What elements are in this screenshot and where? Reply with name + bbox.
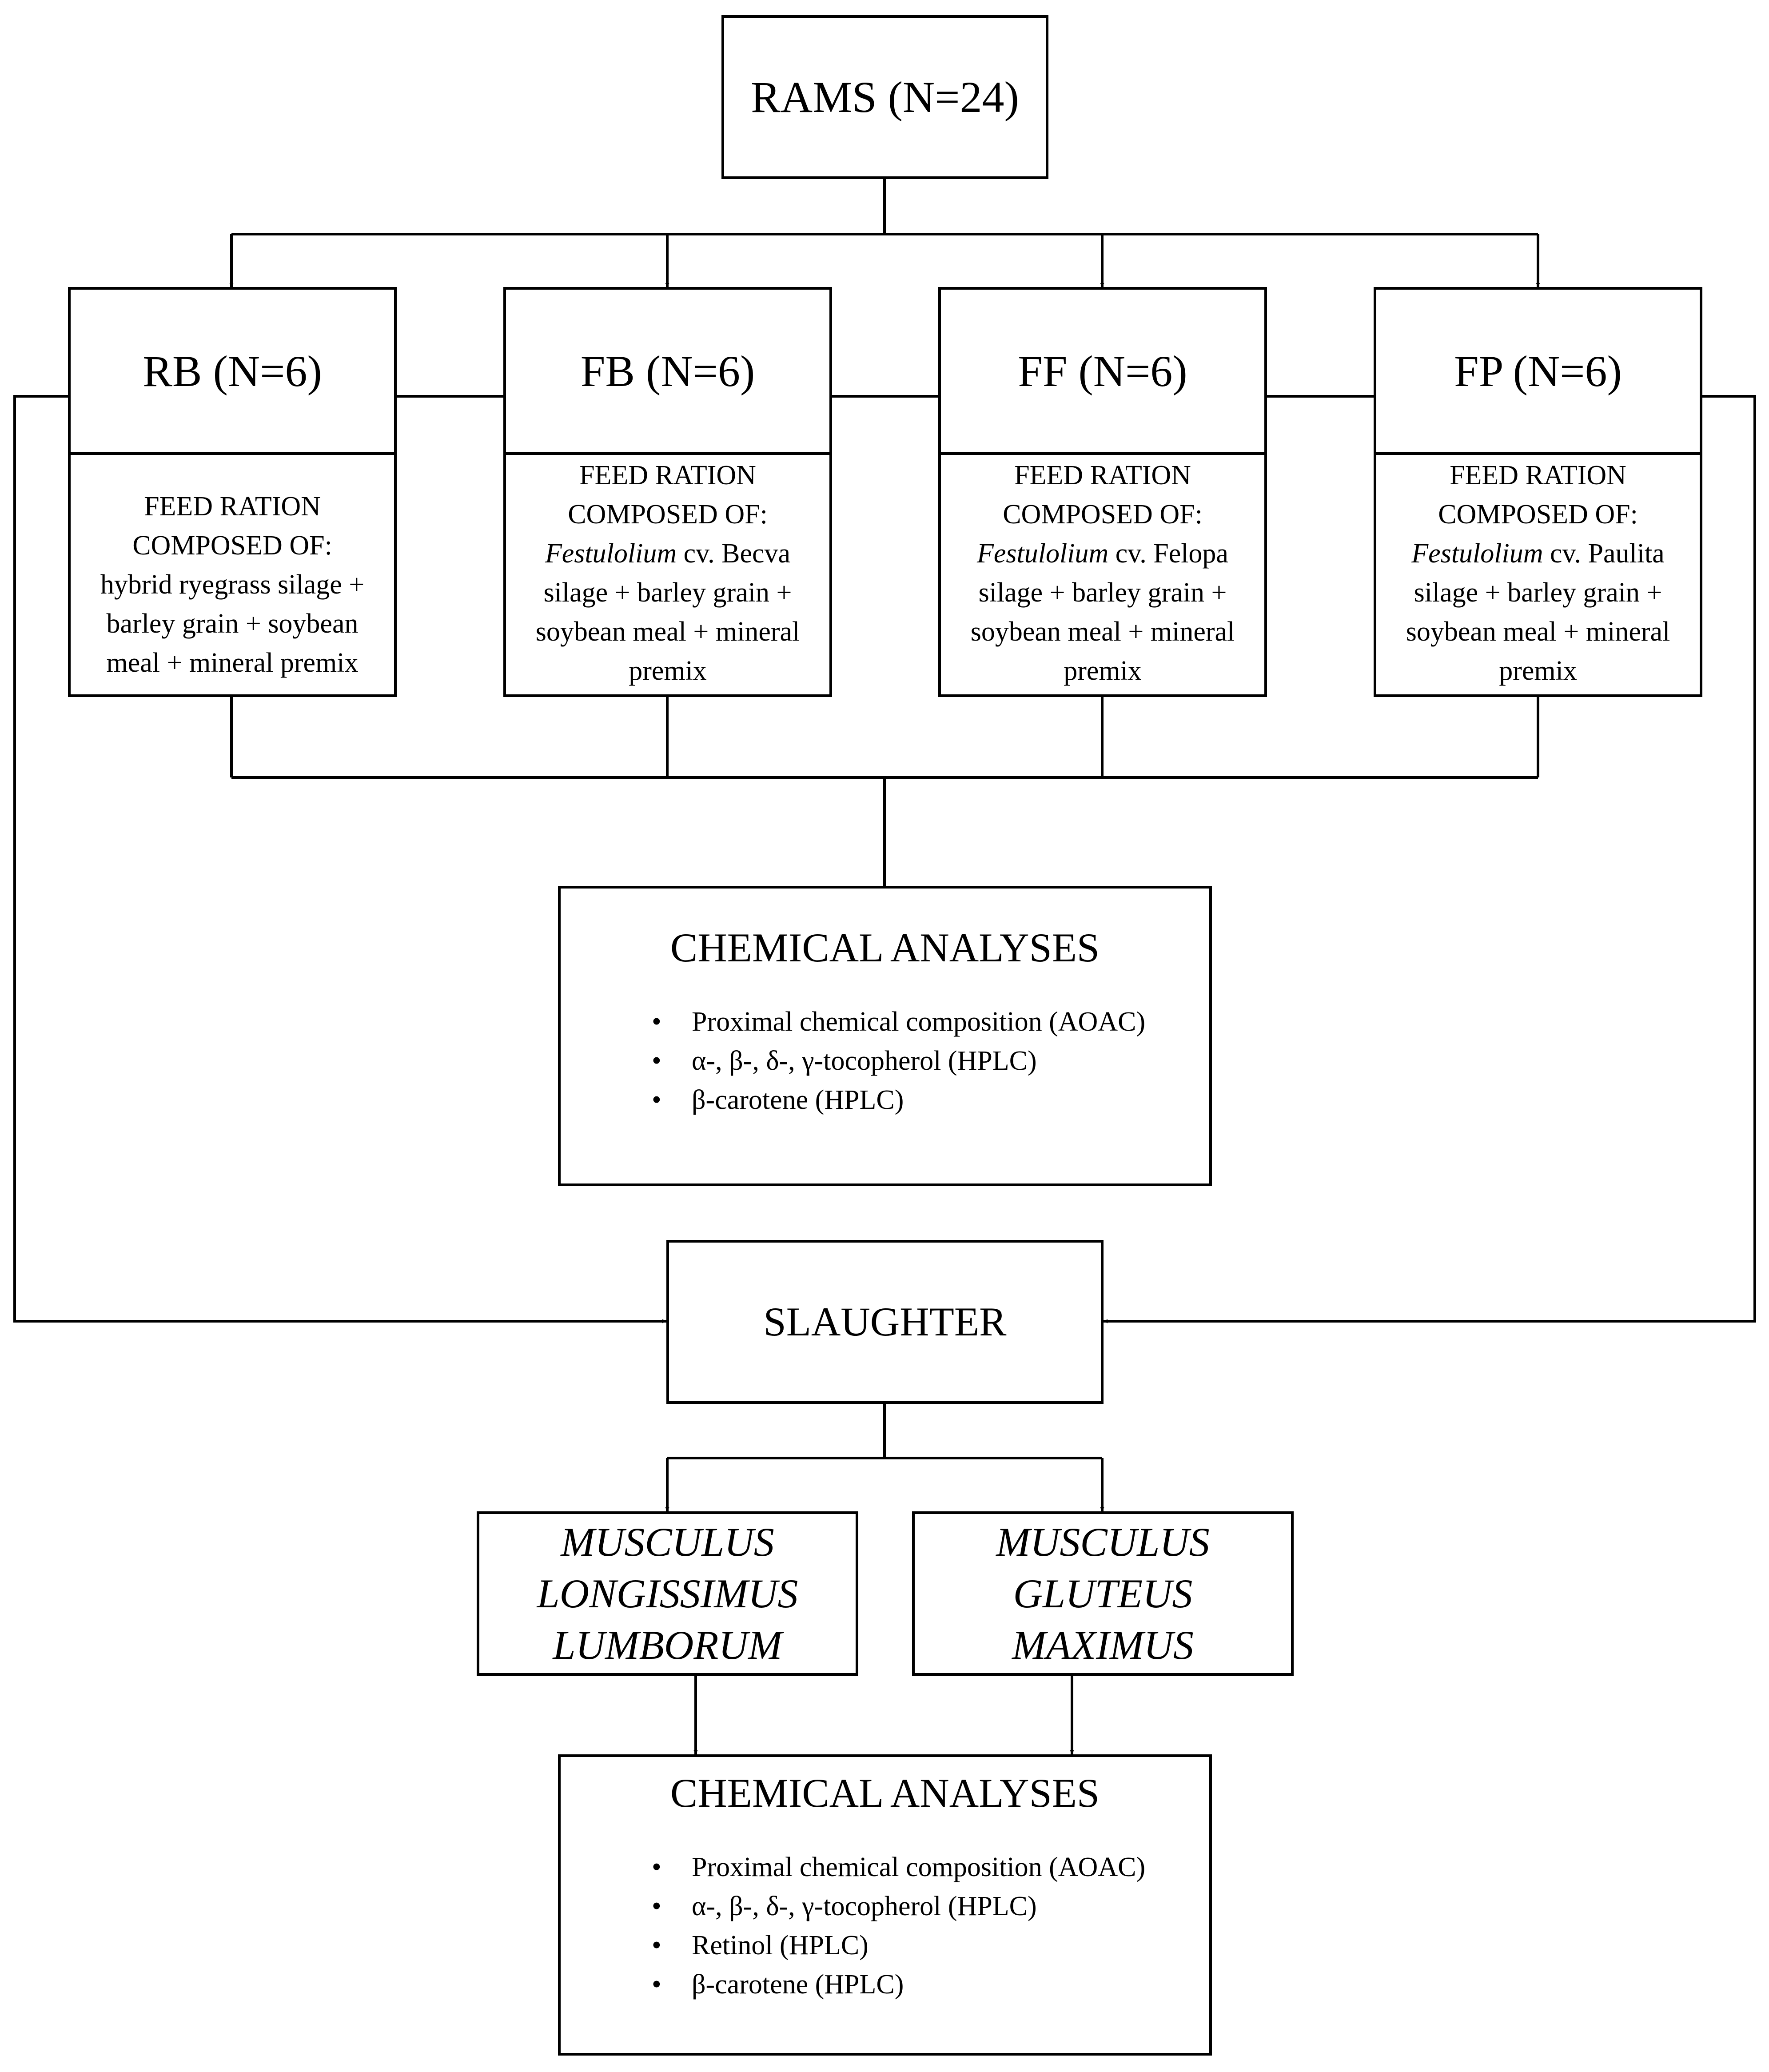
cultivar-text: cv. Paulita (1543, 538, 1665, 569)
ration-line: soybean meal + mineral (1406, 617, 1670, 647)
feed-analyses-title: CHEMICAL ANALYSES (670, 925, 1100, 970)
rams-box: RAMS (N=24) (721, 15, 1048, 179)
ration-line: premix (1499, 656, 1577, 686)
ration-line: barley grain + soybean (106, 609, 359, 639)
group-box-rb: RB (N=6) FEED RATION COMPOSED OF: hybrid… (68, 287, 397, 697)
group-label-fb: FB (N=6) (580, 346, 755, 396)
ration-line: Festulolium cv. Felopa (950, 534, 1255, 573)
ration-line: silage + barley grain + (1414, 578, 1662, 608)
ration-line: COMPOSED OF: (1003, 499, 1203, 530)
ration-line: silage + barley grain + (978, 578, 1227, 608)
group-header-fp: FP (N=6) (1376, 290, 1700, 452)
group-box-ff: FF (N=6) FEED RATION COMPOSED OF: Festul… (938, 287, 1267, 697)
group-label-ff: FF (N=6) (1018, 346, 1187, 396)
slaughter-label: SLAUGHTER (763, 1299, 1007, 1344)
group-divider-rb (71, 452, 394, 455)
analysis-item: β-carotene (HPLC) (652, 1080, 1209, 1120)
muscle-name-line: MUSCULUS (996, 1519, 1210, 1565)
species-name: Festulolium (545, 538, 677, 569)
group-header-fb: FB (N=6) (506, 290, 829, 452)
group-header-rb: RB (N=6) (71, 290, 394, 452)
feed-ration-ff: FEED RATION COMPOSED OF: Festulolium cv.… (941, 452, 1264, 694)
species-name: Festulolium (977, 538, 1109, 569)
analysis-item: Proximal chemical composition (AOAC) (652, 1848, 1209, 1887)
group-header-ff: FF (N=6) (941, 290, 1264, 452)
group-label-fp: FP (N=6) (1454, 346, 1622, 396)
ration-line: premix (629, 656, 707, 686)
analysis-item: α-, β-, δ-, γ-tocopherol (HPLC) (652, 1041, 1209, 1080)
group-divider-fb (506, 452, 829, 455)
cultivar-text: cv. Felopa (1108, 538, 1228, 569)
feed-analyses-list: Proximal chemical composition (AOAC) α-,… (652, 1002, 1209, 1120)
group-label-rb: RB (N=6) (143, 346, 322, 396)
ration-line: premix (1064, 656, 1142, 686)
meat-analyses-title: CHEMICAL ANALYSES (670, 1770, 1100, 1816)
ration-line: meal + mineral premix (106, 648, 359, 678)
meat-analyses-list: Proximal chemical composition (AOAC) α-,… (652, 1848, 1209, 2004)
ration-line: COMPOSED OF: (132, 530, 332, 561)
ration-line: hybrid ryegrass silage + (100, 570, 365, 600)
analysis-item: α-, β-, δ-, γ-tocopherol (HPLC) (652, 1887, 1209, 1926)
ration-line: COMPOSED OF: (568, 499, 768, 530)
ration-line: Festulolium cv. Becva (515, 534, 821, 573)
muscle-name-line: GLUTEUS (1013, 1571, 1193, 1616)
group-box-fb: FB (N=6) FEED RATION COMPOSED OF: Festul… (503, 287, 832, 697)
analysis-item: Retinol (HPLC) (652, 1926, 1209, 1965)
ration-line: soybean meal + mineral (535, 617, 800, 647)
group-divider-ff (941, 452, 1264, 455)
rams-label: RAMS (N=24) (751, 72, 1019, 122)
ration-line: COMPOSED OF: (1438, 499, 1638, 530)
ration-line: FEED RATION (144, 491, 321, 522)
feed-analyses-box: CHEMICAL ANALYSES Proximal chemical comp… (558, 886, 1212, 1186)
species-name: Festulolium (1411, 538, 1543, 569)
ration-line: FEED RATION (1014, 460, 1191, 490)
feed-ration-fp: FEED RATION COMPOSED OF: Festulolium cv.… (1376, 452, 1700, 694)
meat-analyses-box: CHEMICAL ANALYSES Proximal chemical comp… (558, 1754, 1212, 2056)
muscle-name-line: LONGISSIMUS (537, 1571, 798, 1616)
ration-line: soybean meal + mineral (970, 617, 1235, 647)
slaughter-box: SLAUGHTER (666, 1240, 1104, 1404)
ration-line: FEED RATION (579, 460, 756, 490)
muscle-box-longissimus: MUSCULUS LONGISSIMUS LUMBORUM (477, 1511, 858, 1676)
muscle-name-line: MUSCULUS (561, 1519, 774, 1565)
ration-line: silage + barley grain + (543, 578, 792, 608)
analysis-item: β-carotene (HPLC) (652, 1965, 1209, 2004)
feed-ration-rb: FEED RATION COMPOSED OF: hybrid ryegrass… (71, 483, 394, 686)
muscle-name-line: MAXIMUS (1012, 1622, 1194, 1668)
muscle-name-line: LUMBORUM (553, 1622, 782, 1668)
cultivar-text: cv. Becva (677, 538, 791, 569)
feed-ration-fb: FEED RATION COMPOSED OF: Festulolium cv.… (506, 452, 829, 694)
ration-line: FEED RATION (1450, 460, 1626, 490)
arrow-left-to-slaughter (13, 395, 666, 1323)
muscle-box-gluteus: MUSCULUS GLUTEUS MAXIMUS (912, 1511, 1294, 1676)
ration-line: Festulolium cv. Paulita (1385, 534, 1691, 573)
group-box-fp: FP (N=6) FEED RATION COMPOSED OF: Festul… (1374, 287, 1702, 697)
arrow-right-to-slaughter (1104, 395, 1756, 1323)
group-divider-fp (1376, 452, 1700, 455)
analysis-item: Proximal chemical composition (AOAC) (652, 1002, 1209, 1041)
